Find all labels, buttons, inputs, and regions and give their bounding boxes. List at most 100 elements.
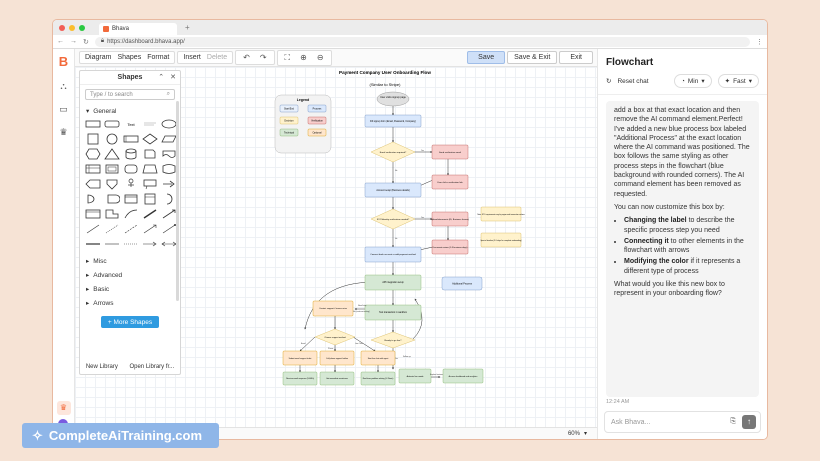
node-verification[interactable] [431, 144, 469, 160]
more-shapes-button[interactable]: + More Shapes [101, 316, 159, 328]
speed-select[interactable]: ✦ Fast ▾ [717, 74, 759, 88]
category-general[interactable]: ▾ General [80, 104, 180, 118]
shape-thumbnail[interactable] [85, 163, 101, 175]
zoom-level[interactable]: 60% [567, 430, 580, 437]
shape-thumbnail[interactable] [142, 163, 158, 175]
node-verification[interactable] [431, 174, 469, 190]
node-start[interactable] [376, 91, 410, 107]
minimize-dot[interactable] [69, 24, 75, 31]
undo-icon[interactable]: ↶ [243, 53, 250, 62]
node-decision[interactable] [370, 331, 416, 349]
new-tab-icon[interactable]: + [185, 23, 190, 32]
node-process[interactable] [364, 114, 422, 128]
browser-tab[interactable]: Bhava [99, 23, 177, 35]
shape-thumbnail[interactable] [142, 133, 158, 145]
shape-thumbnail[interactable] [85, 238, 101, 250]
node-optional[interactable] [319, 350, 355, 366]
shape-thumbnail[interactable] [161, 208, 177, 220]
shape-thumbnail[interactable] [104, 118, 120, 130]
refresh-icon[interactable]: ↻ [606, 78, 612, 85]
shape-thumbnail[interactable] [142, 178, 158, 190]
shape-thumbnail[interactable] [142, 238, 158, 250]
shape-thumbnail[interactable] [161, 118, 177, 130]
menu-delete[interactable]: Delete [206, 54, 228, 61]
menu-insert[interactable]: Insert [183, 54, 201, 61]
category-advanced[interactable]: ▸Advanced [80, 268, 180, 282]
shape-thumbnail[interactable] [161, 163, 177, 175]
shape-thumbnail[interactable] [161, 178, 177, 190]
node-process[interactable] [364, 182, 422, 198]
shape-thumbnail[interactable] [123, 238, 139, 250]
reset-chat-button[interactable]: Reset chat [617, 77, 649, 85]
shape-thumbnail[interactable] [123, 163, 139, 175]
node-optional[interactable] [312, 300, 354, 317]
close-dot[interactable] [59, 24, 65, 31]
url-field[interactable]: 🔒︎ https://dashboard.bhava.app/ [94, 36, 750, 47]
save-exit-button[interactable]: Save & Exit [507, 51, 558, 64]
redo-icon[interactable]: ↷ [259, 53, 267, 62]
flowchart-icon[interactable]: ♛ [56, 401, 71, 415]
close-icon[interactable]: ✕ [170, 74, 176, 81]
node-technical[interactable] [360, 371, 396, 386]
share-icon[interactable]: ⛬ [60, 81, 67, 91]
menu-diagram[interactable]: Diagram [85, 54, 112, 61]
shape-thumbnail[interactable] [142, 118, 158, 130]
open-library-link[interactable]: Open Library fr... [129, 364, 175, 370]
panel-scrollbar[interactable] [176, 101, 179, 301]
node-decision[interactable] [314, 328, 356, 346]
shape-search-input[interactable]: Type / to search ⌕ [85, 89, 175, 100]
shape-thumbnail[interactable] [104, 163, 120, 175]
shape-thumbnail[interactable] [123, 178, 139, 190]
shape-thumbnail[interactable] [85, 223, 101, 235]
shape-thumbnail[interactable] [142, 208, 158, 220]
shape-thumbnail[interactable] [104, 133, 120, 145]
more-icon[interactable]: ⋮ [756, 38, 763, 46]
node-optional[interactable] [360, 350, 396, 366]
crown-icon[interactable]: ♛ [59, 127, 68, 137]
book-icon[interactable]: ▭ [59, 104, 68, 114]
node-note[interactable] [480, 232, 522, 248]
shape-thumbnail[interactable] [142, 148, 158, 160]
shape-thumbnail[interactable] [142, 193, 158, 205]
maximize-dot[interactable] [79, 24, 85, 31]
menu-shapes[interactable]: Shapes [117, 54, 142, 61]
node-verification[interactable] [431, 211, 469, 227]
exit-button[interactable]: Exit [559, 51, 593, 64]
shape-thumbnail[interactable] [123, 223, 139, 235]
shape-thumbnail[interactable] [104, 178, 120, 190]
shape-thumbnail[interactable] [161, 223, 177, 235]
node-technical[interactable] [364, 274, 422, 291]
attach-icon[interactable]: ⎘ [730, 418, 736, 425]
chevron-down-icon[interactable]: ▾ [583, 431, 587, 437]
node-technical[interactable] [442, 368, 484, 384]
mode-select[interactable]: ◔ Min ▾ [673, 74, 712, 88]
node-note[interactable] [480, 206, 522, 222]
shape-thumbnail[interactable] [123, 133, 139, 145]
shape-thumbnail[interactable] [123, 208, 139, 220]
chat-input[interactable]: Ask Bhava... ⎘ ↑ [604, 411, 761, 433]
forward-icon[interactable]: → [70, 38, 77, 45]
category-misc[interactable]: ▸Misc [80, 254, 180, 268]
node-verification[interactable] [431, 239, 469, 255]
zoom-in-icon[interactable]: ⊕ [300, 52, 307, 62]
save-button[interactable]: Save [467, 51, 506, 64]
diagram-canvas[interactable]: Shapes ⌃ ✕ Type / to search ⌕ ▾ General [75, 67, 597, 427]
shape-thumbnail[interactable] [123, 148, 139, 160]
node-additional-process[interactable] [441, 276, 483, 291]
menu-format[interactable]: Format [147, 54, 170, 61]
shape-thumbnail[interactable] [85, 148, 101, 160]
shape-thumbnail[interactable] [104, 208, 120, 220]
category-arrows[interactable]: ▸Arrows [80, 296, 180, 310]
shape-thumbnail[interactable] [161, 238, 177, 250]
shape-thumbnail[interactable] [142, 223, 158, 235]
shape-thumbnail[interactable] [85, 193, 101, 205]
node-optional[interactable] [282, 350, 318, 366]
shape-thumbnail[interactable] [85, 208, 101, 220]
collapse-icon[interactable]: ⌃ [158, 74, 165, 81]
shape-thumbnail[interactable] [104, 193, 120, 205]
shape-thumbnail[interactable] [104, 148, 120, 160]
back-icon[interactable]: ← [57, 38, 64, 45]
node-decision[interactable] [370, 141, 416, 163]
reload-icon[interactable]: ↻ [83, 38, 89, 46]
node-technical[interactable] [364, 304, 422, 321]
